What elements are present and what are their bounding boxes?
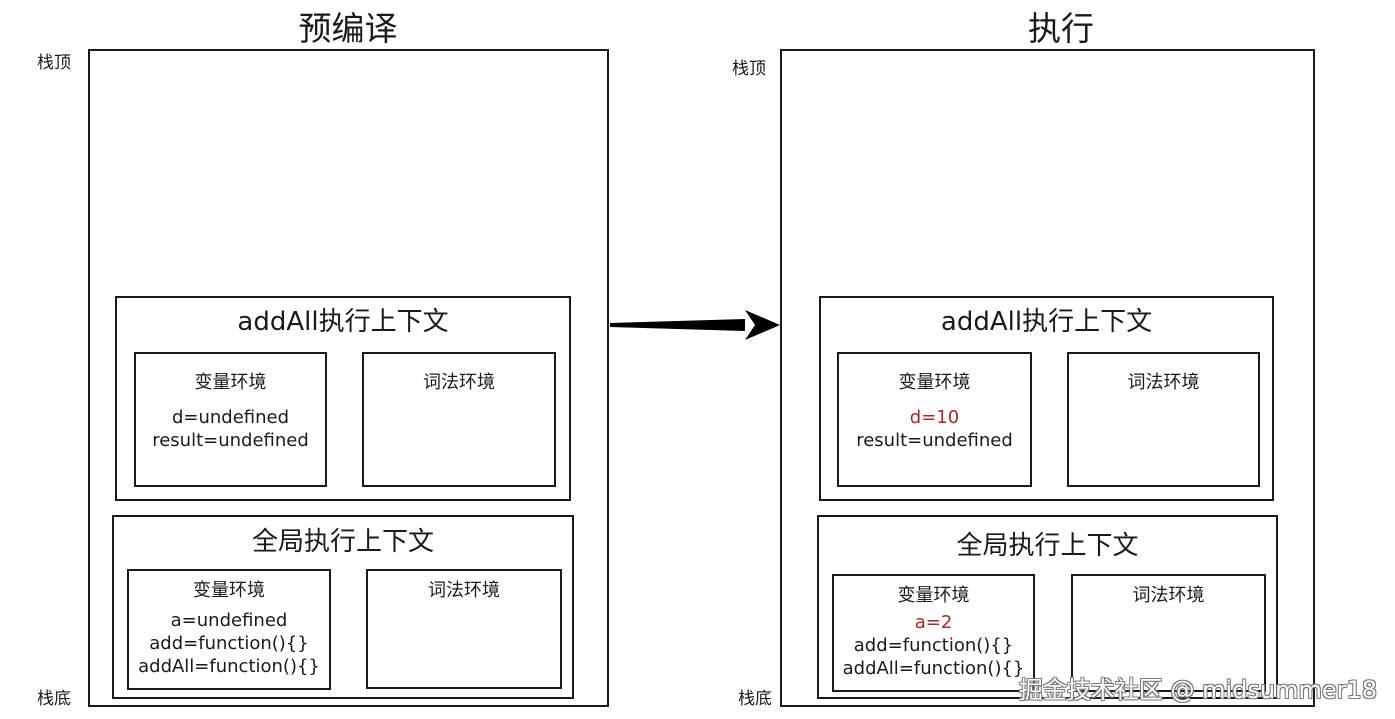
right-global-variable-env-title: 变量环境 — [897, 585, 970, 606]
left-global-context: 全局执行上下文 变量环境 a=undefined add=function(){… — [112, 515, 574, 699]
right-addall-lexical-env-title: 词法环境 — [1127, 372, 1200, 393]
variable-entry-changed: a=2 — [914, 612, 953, 633]
left-addall-variable-list: d=undefined result=undefined — [136, 406, 325, 452]
variable-entry: add=function(){} — [853, 635, 1014, 656]
right-addall-variable-list: d=10 result=undefined — [839, 406, 1030, 452]
variable-entry: result=undefined — [856, 430, 1013, 451]
right-global-context-title: 全局执行上下文 — [956, 531, 1139, 561]
left-addall-context-title: addAll执行上下文 — [237, 307, 449, 337]
left-global-variable-list: a=undefined add=function(){} addAll=func… — [129, 609, 329, 678]
right-global-context: 全局执行上下文 变量环境 a=2 add=function(){} addAll… — [817, 515, 1278, 699]
variable-entry: d=undefined — [171, 407, 290, 428]
right-global-lexical-env-title: 词法环境 — [1132, 585, 1205, 606]
left-addall-context: addAll执行上下文 变量环境 d=undefined result=unde… — [115, 296, 571, 501]
left-stack-bottom-label: 栈底 — [37, 689, 71, 709]
variable-entry: addAll=function(){} — [138, 656, 320, 677]
left-addall-variable-env-title: 变量环境 — [194, 372, 267, 393]
left-addall-lexical-env-title: 词法环境 — [423, 372, 495, 393]
right-addall-context-title: addAll执行上下文 — [940, 307, 1153, 337]
right-global-variable-env: 变量环境 a=2 add=function(){} addAll=functio… — [832, 574, 1035, 692]
watermark: 掘金技术社区 @ midsummer18 — [1018, 676, 1377, 704]
variable-entry: result=undefined — [152, 430, 309, 451]
left-addall-variable-env: 变量环境 d=undefined result=undefined — [134, 352, 327, 487]
left-stack-top-label: 栈顶 — [37, 53, 71, 73]
variable-entry: add=function(){} — [149, 633, 309, 654]
left-global-context-title: 全局执行上下文 — [251, 527, 434, 557]
right-addall-context: addAll执行上下文 变量环境 d=10 result=undefined 词… — [819, 296, 1274, 501]
left-global-lexical-env-title: 词法环境 — [428, 580, 500, 601]
right-addall-variable-env-title: 变量环境 — [898, 372, 971, 393]
right-addall-variable-env: 变量环境 d=10 result=undefined — [837, 352, 1032, 487]
left-panel-title: 预编译 — [298, 9, 398, 48]
left-global-variable-env-title: 变量环境 — [193, 580, 265, 601]
left-addall-lexical-env: 词法环境 — [362, 352, 556, 487]
variable-entry: addAll=function(){} — [842, 658, 1025, 679]
right-addall-lexical-env: 词法环境 — [1067, 352, 1260, 487]
variable-entry-changed: d=10 — [909, 407, 960, 428]
right-global-variable-list: a=2 add=function(){} addAll=function(){} — [834, 611, 1033, 680]
transition-arrow — [610, 310, 780, 340]
left-global-lexical-env: 词法环境 — [366, 569, 562, 689]
variable-entry: a=undefined — [170, 610, 288, 631]
right-global-lexical-env: 词法环境 — [1071, 574, 1266, 692]
right-stack-bottom-label: 栈底 — [738, 689, 772, 709]
right-panel-title: 执行 — [1028, 9, 1094, 48]
left-global-variable-env: 变量环境 a=undefined add=function(){} addAll… — [127, 569, 331, 690]
right-stack-top-label: 栈顶 — [732, 59, 766, 79]
